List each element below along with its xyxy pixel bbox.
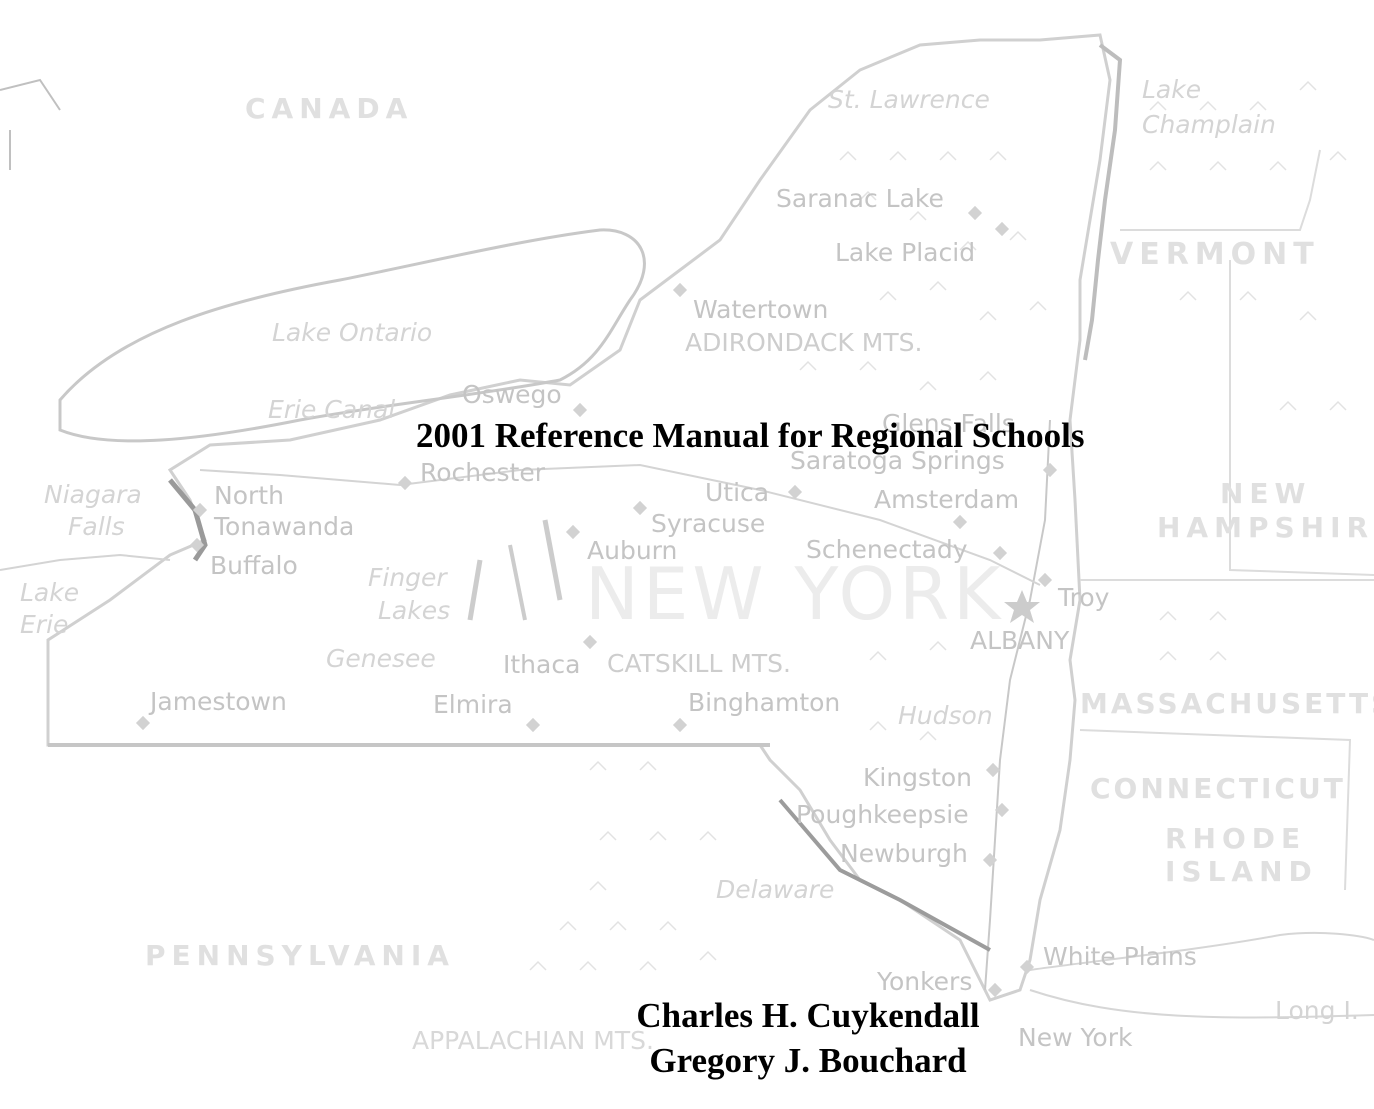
city-label-new-york: New York [1018,1023,1133,1052]
city-label-kingston: Kingston [863,763,973,792]
region-label-hampshire: HAMPSHIRE [1157,511,1374,544]
city-label-schenectady: Schenectady [806,535,968,564]
city-label-north: North [214,481,284,510]
region-label-new-york: NEW YORK [585,552,1005,636]
water-label-falls: Falls [68,512,125,541]
water-label-finger: Finger [368,563,447,592]
city-label-jamestown: Jamestown [150,687,287,716]
water-label-genesee: Genesee [326,644,436,673]
region-label-island: ISLAND [1165,855,1318,888]
city-label-yonkers: Yonkers [877,967,973,996]
water-label-hudson: Hudson [898,701,993,730]
water-label-lake: Lake [1142,75,1202,104]
city-label-poughkeepsie: Poughkeepsie [796,800,969,829]
author-name-2: Gregory J. Bouchard [649,1041,967,1080]
region-label-rhode: RHODE [1165,822,1307,855]
city-label-buffalo: Buffalo [210,551,298,580]
city-label-binghamton: Binghamton [688,688,841,717]
water-label-erie: Erie [20,610,69,639]
water-label-delaware: Delaware [716,875,835,904]
city-label-newburgh: Newburgh [840,839,968,868]
city-label-oswego: Oswego [462,380,562,409]
region-label-massachusetts: MASSACHUSETTS [1080,687,1374,720]
author-name-1: Charles H. Cuykendall [636,996,980,1035]
city-label-albany: ALBANY [970,626,1070,655]
region-label-vermont: VERMONT [1110,237,1320,272]
region-label-pennsylvania: PENNSYLVANIA [145,939,455,972]
city-label-glens-falls: Glens Falls [882,409,1015,438]
document-title: 2001 Reference Manual for Regional Schoo… [416,416,1085,455]
city-label-syracuse: Syracuse [651,509,766,538]
city-label-amsterdam: Amsterdam [874,485,1020,514]
water-label-st-lawrence: St. Lawrence [828,85,990,114]
city-label-white-plains: White Plains [1043,942,1197,971]
city-label-saranac-lake: Saranac Lake [776,184,944,213]
albany-capital-star-icon [1004,590,1040,623]
city-label-ithaca: Ithaca [503,650,581,679]
city-label-tonawanda: Tonawanda [214,512,355,541]
region-label-new: NEW [1220,477,1312,510]
region-label-canada: CANADA [245,92,414,125]
range-label-appalachian: APPALACHIAN MTS. [412,1026,654,1055]
water-label-lake-2: Lake [20,578,80,607]
city-label-lake-placid: Lake Placid [835,238,976,267]
region-label-connecticut: CONNECTICUT [1090,772,1346,805]
city-label-saratoga-springs: Saratoga Springs [790,446,1005,475]
city-label-utica: Utica [705,478,770,507]
city-label-long-island: Long I. [1275,996,1359,1025]
range-label-catskill: CATSKILL MTS. [607,649,791,678]
city-label-auburn: Auburn [587,536,678,565]
city-label-troy: Troy [1058,583,1110,612]
water-label-lakes: Lakes [378,596,451,625]
city-label-rochester: Rochester [420,458,545,487]
water-label-champlain: Champlain [1142,110,1276,139]
range-label-adirondack: ADIRONDACK MTS. [685,328,923,357]
city-label-elmira: Elmira [433,690,513,719]
water-label-niagara: Niagara [44,480,142,509]
water-label-lake-ontario: Lake Ontario [272,318,433,347]
water-label-erie-canal: Erie Canal [268,395,396,424]
city-label-watertown: Watertown [693,295,829,324]
